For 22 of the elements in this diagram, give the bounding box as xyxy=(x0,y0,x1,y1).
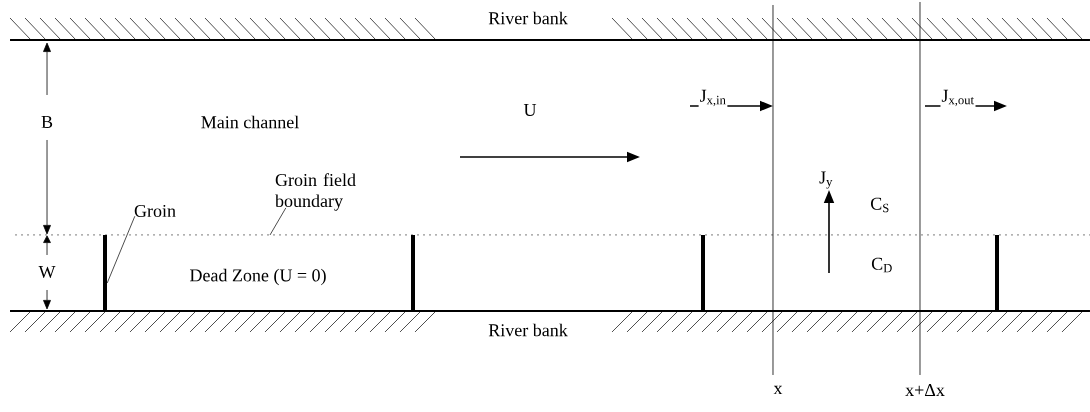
flux-label: J$_{y}$ xyxy=(818,170,834,190)
flux-label: J$_{x,out}$ xyxy=(940,88,976,108)
leader-line xyxy=(269,207,287,236)
region-label: Main channel xyxy=(199,114,301,130)
region-label: Dead Zone (U = 0) xyxy=(188,267,328,287)
groin-bar xyxy=(701,235,705,311)
flux-label: J$_{x,in}$ xyxy=(698,88,728,108)
concentration-label: C$_{S}$ xyxy=(869,196,891,214)
bank-label: River bank xyxy=(487,322,569,338)
dimension-label: W xyxy=(37,264,57,279)
groin-bar xyxy=(995,235,999,311)
groin-bar xyxy=(103,235,107,311)
groin-bar xyxy=(411,235,415,311)
concentration-label: C$_{D}$ xyxy=(870,256,894,274)
dimension-label: B xyxy=(40,115,54,129)
position-label: x xyxy=(772,384,784,396)
annotation-label: Groin xyxy=(134,204,176,218)
velocity-label: U xyxy=(522,103,538,117)
leader-line xyxy=(106,215,136,284)
position-label: x+Δx xyxy=(904,383,946,397)
bank-label: River bank xyxy=(487,10,569,26)
annotation-label: Groin field boundary xyxy=(275,173,356,211)
